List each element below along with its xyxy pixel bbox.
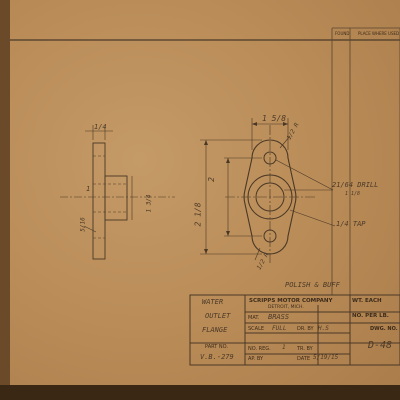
ap-by-label: AP. BY bbox=[248, 356, 264, 362]
part-name-line2: OUTLET bbox=[205, 312, 231, 320]
bore-circle bbox=[255, 182, 285, 212]
side-thickness-dim: 1/4 bbox=[94, 123, 107, 131]
company-city: DETROIT, MICH. bbox=[268, 305, 304, 310]
scale-label: SCALE bbox=[248, 326, 265, 332]
part-name-line3: FLANGE bbox=[202, 326, 228, 334]
side-hub bbox=[104, 175, 128, 221]
side-depth-dim: 5/16 bbox=[79, 217, 87, 232]
mat-label: MAT. bbox=[248, 315, 260, 321]
side-marker-dim: 1 bbox=[86, 185, 91, 193]
dr-by-label: DR. BY bbox=[297, 326, 314, 332]
bore-note-text: 1 1/8 bbox=[345, 191, 361, 197]
part-no-value: V.B.-279 bbox=[200, 353, 234, 361]
dwg-no-label: DWG. NO. bbox=[370, 326, 398, 332]
side-view bbox=[60, 125, 175, 260]
date-value: 5/19/15 bbox=[313, 354, 339, 361]
side-dim-leader bbox=[83, 225, 97, 233]
mat-value: BRASS bbox=[268, 313, 290, 321]
radius-leader-upper bbox=[279, 135, 291, 149]
dimension-arrows bbox=[204, 122, 288, 254]
sheet-edge-left bbox=[0, 0, 10, 400]
revision-found-label: FOUND bbox=[335, 31, 350, 36]
finish-note: POLISH & BUFF bbox=[285, 281, 340, 289]
drill-note-text: 21/64 DRILL bbox=[332, 181, 379, 189]
title-block-frame bbox=[189, 294, 400, 366]
front-view bbox=[200, 118, 336, 265]
spacing-dim-text: 2 bbox=[206, 177, 216, 182]
company-name: SCRIPPS MOTOR COMPANY bbox=[249, 298, 333, 304]
no-reg-value: 1 bbox=[282, 344, 286, 351]
part-name-line1: WATER bbox=[202, 298, 224, 306]
tap-leader bbox=[289, 209, 336, 227]
lower-bolt-hole bbox=[263, 229, 277, 243]
dr-by-value: H.S bbox=[318, 325, 329, 332]
drill-leader bbox=[275, 159, 334, 191]
date-label: DATE bbox=[297, 356, 311, 362]
scale-value: FULL bbox=[272, 325, 287, 332]
revision-place-label: PLACE WHERE USED bbox=[358, 31, 400, 36]
wt-each-label: WT. EACH bbox=[352, 298, 382, 304]
hub-outer-circle bbox=[247, 174, 293, 220]
radius-leader-lower bbox=[254, 247, 261, 261]
sheet-edge-bottom bbox=[0, 385, 400, 400]
tr-by-label: TR. BY bbox=[297, 346, 313, 352]
title-block-grid bbox=[189, 294, 400, 366]
tap-note-text: 1/4 TAP bbox=[336, 220, 366, 228]
no-reg-label: NO. REG. bbox=[248, 346, 271, 352]
side-flange-plate bbox=[92, 142, 106, 260]
no-per-lb-label: NO. PER LB. bbox=[352, 313, 389, 319]
part-no-label: PART NO. bbox=[205, 344, 228, 350]
width-dim-text: 1 5/8 bbox=[262, 114, 287, 123]
dwg-no-value: D-48 bbox=[368, 340, 393, 351]
upper-bolt-hole bbox=[263, 151, 277, 165]
height-dim-text: 2 1/8 bbox=[193, 202, 203, 227]
side-hub-dim: 1 3/4 bbox=[145, 194, 153, 213]
